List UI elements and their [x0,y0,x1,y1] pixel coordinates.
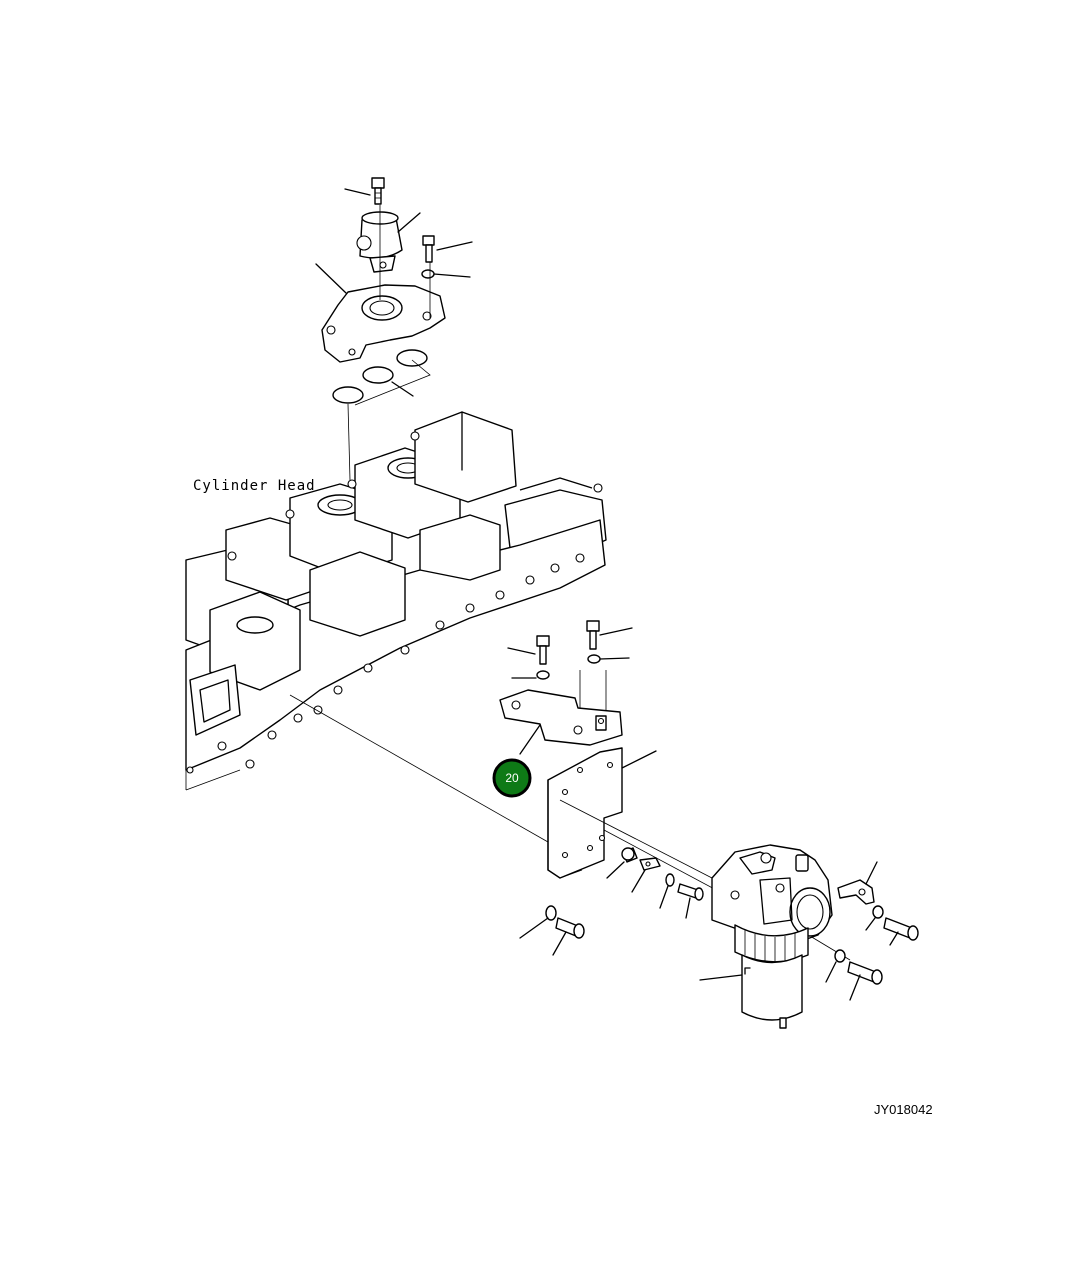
flange-bolts [186,431,603,774]
leader-line [391,381,414,397]
washer [665,873,675,887]
fuel-filter-assembly [711,844,833,1029]
leader-line [889,931,899,946]
callout-leader [519,724,541,755]
alignment-line [289,694,549,843]
manifold-window [189,664,241,736]
alignment-line [603,829,721,893]
leader-line [631,869,646,893]
leader-line [507,647,536,655]
callout-badge[interactable]: 20 [492,758,532,798]
top-cover-assembly [315,177,473,481]
cylinder-head-block [185,411,607,791]
leader-line [849,974,861,1001]
washer [834,949,846,963]
spacer [621,847,635,861]
leader-line [865,861,878,885]
leader-line [433,273,471,278]
spacer-parts [606,847,704,919]
callout-number: 20 [505,771,519,785]
bracket-bolt-right [586,620,600,650]
leader-line [825,961,837,983]
gasket-bracket-line [354,359,431,406]
alignment-line [559,799,713,879]
alignment-line [559,869,583,879]
side-bolt [422,235,435,263]
side-bracket [837,879,875,905]
leader-line [606,861,625,879]
leader-line [599,627,633,636]
filter-bowl [741,954,803,1021]
leader-line [397,212,421,233]
leader-line [865,917,876,931]
leader-line [699,974,743,981]
head-cover-5 [414,411,517,503]
manifold-port-2 [309,551,406,637]
leader-line [344,188,371,196]
leader-line [436,241,473,251]
leader-line [659,885,669,909]
washer [536,670,550,680]
bracket-bottom-bolt [555,917,585,939]
filter-side-parts [825,861,919,1001]
alignment-line [347,403,351,481]
cylinder-head-label: Cylinder Head [193,478,316,494]
washer [872,905,884,919]
leader-line [315,263,347,294]
leader-line [519,917,549,939]
breather-cap [356,211,403,273]
top-bolt [371,177,385,205]
drain-plug [779,1017,787,1029]
gasket-set [332,349,428,404]
flange-plate [321,284,446,363]
leader-line [621,750,657,769]
washer [421,269,435,279]
bracket-bolt-left [536,635,550,665]
leader-line [599,657,630,660]
mounting-plate [499,689,623,746]
manifold-port-3 [419,514,501,581]
drawing-code: JY018042 [874,1102,933,1117]
leader-line [552,931,567,956]
washer [587,654,601,664]
washer [545,905,557,921]
leader-line [685,897,691,919]
